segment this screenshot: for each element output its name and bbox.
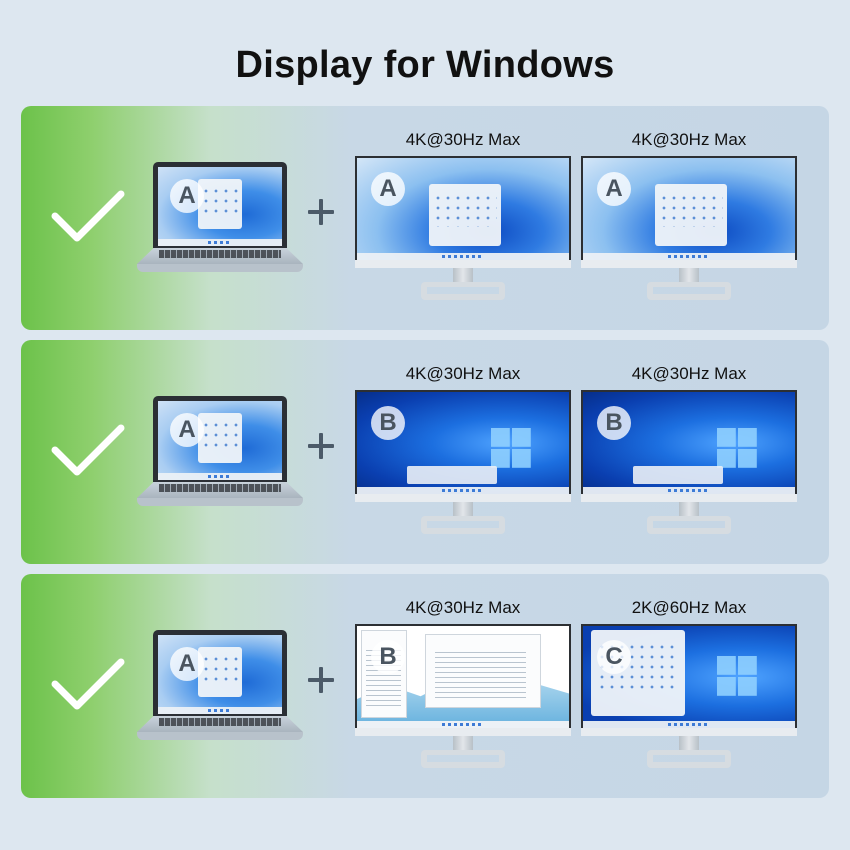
monitor-screen: B — [357, 626, 569, 728]
laptop: A — [137, 630, 303, 742]
monitor-stand — [421, 282, 505, 300]
display-badge: A — [597, 172, 631, 206]
windows-logo-icon — [491, 428, 531, 468]
start-menu — [198, 179, 242, 229]
monitor-resolution-label: 4K@30Hz Max — [631, 364, 747, 383]
monitor-stand — [421, 516, 505, 534]
laptop-screen: A — [158, 635, 282, 714]
monitor-resolution-label: 4K@30Hz Max — [405, 130, 521, 149]
monitor-2: 4K@30Hz Max A — [581, 130, 797, 310]
monitor-resolution-label: 4K@30Hz Max — [405, 598, 521, 617]
monitor-2: 4K@30Hz Max B — [581, 364, 797, 544]
laptop-display-badge: A — [170, 647, 204, 681]
monitor-screen: C — [583, 626, 795, 728]
display-badge: B — [371, 406, 405, 440]
monitor-stand — [647, 282, 731, 300]
plus-icon — [308, 432, 336, 460]
monitor-1: 4K@30Hz Max B — [355, 598, 571, 778]
monitor-screen: B — [357, 392, 569, 494]
laptop-screen: A — [158, 401, 282, 480]
monitor-stand — [647, 750, 731, 768]
file-explorer-window — [425, 634, 541, 708]
laptop-display-badge: A — [170, 413, 204, 447]
display-badge: A — [371, 172, 405, 206]
laptop: A — [137, 396, 303, 508]
monitor-resolution-label: 4K@30Hz Max — [631, 130, 747, 149]
display-badge: B — [597, 406, 631, 440]
check-icon — [51, 424, 125, 476]
page-title: Display for Windows — [235, 44, 615, 86]
plus-icon — [308, 666, 336, 694]
laptop: A — [137, 162, 303, 274]
windows-logo-icon — [717, 656, 757, 696]
windows-logo-icon — [717, 428, 757, 468]
display-badge: C — [597, 640, 631, 674]
monitor-2: 2K@60Hz Max C — [581, 598, 797, 778]
plus-icon — [308, 198, 336, 226]
monitor-1: 4K@30Hz Max A — [355, 130, 571, 310]
start-menu — [591, 630, 685, 716]
config-row-2: A 4K@30Hz Max B 4K@30Hz Max B — [21, 340, 829, 564]
monitor-stand — [647, 516, 731, 534]
monitor-1: 4K@30Hz Max B — [355, 364, 571, 544]
laptop-screen: A — [158, 167, 282, 246]
check-icon — [51, 658, 125, 710]
config-row-3: A 4K@30Hz Max B 2K@60Hz Max — [21, 574, 829, 798]
monitor-screen: A — [357, 158, 569, 260]
monitor-stand — [421, 750, 505, 768]
display-badge: B — [371, 640, 405, 674]
check-icon — [51, 190, 125, 242]
laptop-display-badge: A — [170, 179, 204, 213]
monitor-resolution-label: 2K@60Hz Max — [631, 598, 747, 617]
config-row-1: A 4K@30Hz Max A 4K@30Hz Max A — [21, 106, 829, 330]
monitor-screen: B — [583, 392, 795, 494]
monitor-screen: A — [583, 158, 795, 260]
monitor-resolution-label: 4K@30Hz Max — [405, 364, 521, 383]
